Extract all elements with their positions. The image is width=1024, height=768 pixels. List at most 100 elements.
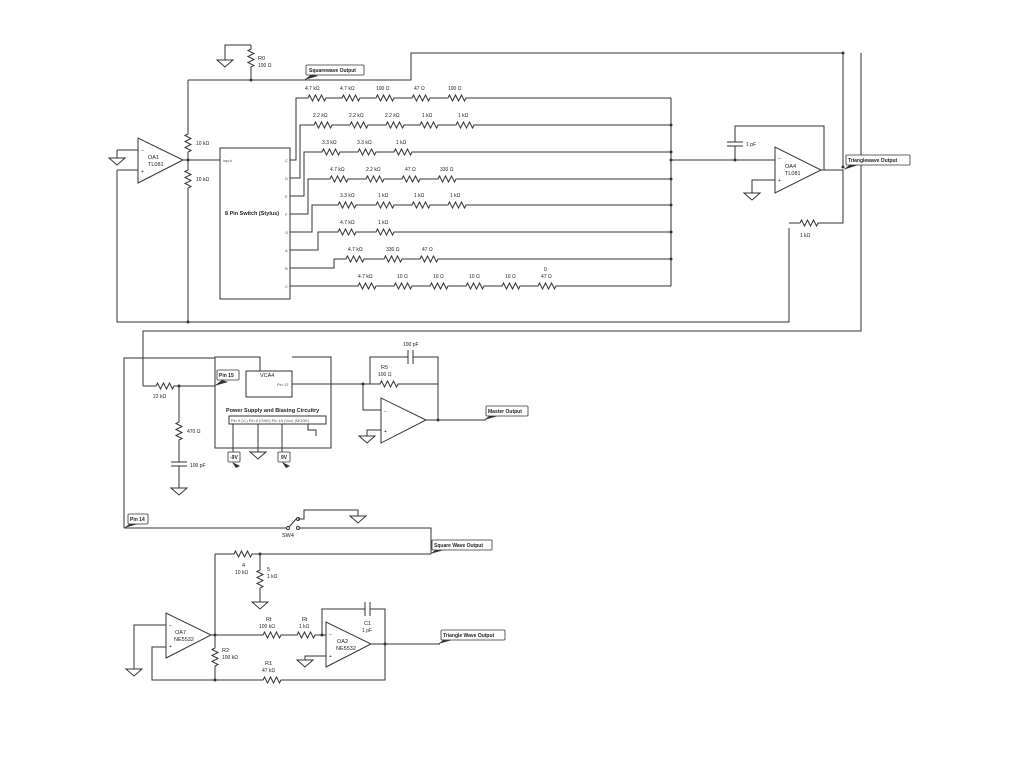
ground-symbol [170,487,188,496]
resistor [361,175,389,183]
svg-text:−: − [169,623,172,629]
svg-text:Square Wave Output: Square Wave Output [434,543,483,549]
switch-sw4: SW4 [282,517,300,539]
resistor [341,255,369,263]
resistor [371,94,399,102]
resistor-r0 [247,44,255,72]
neg9v-tag: -9V [227,451,241,468]
psu-title: Power Supply and Biasing Circuitry [226,408,320,414]
svg-text:−: − [778,156,781,162]
switch-pin-label: C [285,284,288,289]
r-470-value: 470 Ω [187,429,201,435]
resistor [337,94,365,102]
resistor [389,282,417,290]
resistor [415,121,443,129]
ground-symbol [251,601,269,610]
resistor-22k [151,382,179,390]
squarewave-output-tag-top: Squarewave Output [304,64,365,80]
resistor-r2 [211,643,219,671]
resistor-value: 4.7 kΩ [330,167,345,173]
resistor [317,148,345,156]
resistor [407,94,435,102]
resistor [497,282,525,290]
power-supply-block: Power Supply and Biasing Circuitry Pin 9… [226,408,327,425]
resistor-value: 4.7 kΩ [340,220,355,226]
resistor [333,201,361,209]
resistor [533,282,561,290]
trianglewave-output-tag-top: Trianglewave Output [843,154,911,170]
op-amp-oa7: − + OA7 NE5532 [165,612,213,659]
r4-value: 10 kΩ [235,570,248,576]
svg-text:+: + [778,178,781,184]
svg-text:−: − [141,148,144,154]
middle-vca-section: 22 kΩ 470 Ω 100 pF Pin 15 VCA4 Pin 13 Po… [143,342,529,496]
pin15-tag: Pin 15 [214,369,240,386]
resistor-rt-100k [258,631,286,639]
resistor-value: 1 kΩ [378,193,389,199]
resistor-470 [175,417,183,445]
op-amp-oa2: − + OA2 NE5532 [325,621,373,668]
svg-text:Squarewave Output: Squarewave Output [309,68,356,74]
pin14-tag: Pin 14 [124,513,149,528]
r-oa4-fb-value: 1 kΩ [800,233,811,239]
resistor-r5 [375,380,403,388]
resistor [345,121,373,129]
resistor [443,201,471,209]
resistor-value: 2.2 kΩ [366,167,381,173]
r2-value: 100 kΩ [222,655,238,661]
resistor-1k-feedback [795,219,823,227]
r5-name: R5 [381,365,388,371]
r1-name: R1 [265,661,272,667]
svg-text:Trianglewave Output: Trianglewave Output [848,158,898,164]
r5b-name: 5 [267,567,270,573]
r-22k-value: 22 kΩ [153,394,166,400]
resistor-value: 47 Ω [541,274,552,280]
ground-symbol [108,157,126,166]
ground-symbol [125,668,143,677]
cap-100p-gnd-value: 100 pF [190,463,206,469]
resistor-value: 47 Ω [414,86,425,92]
master-output-tag: Master Output [484,405,529,420]
svg-text:−: − [329,632,332,638]
resistor [451,121,479,129]
ground-symbol [296,659,314,668]
resistor-value: 2.2 kΩ [349,113,364,119]
triangle-wave-output-tag: Triangle Wave Output [438,629,506,644]
resistor-value: 1 kΩ [396,140,407,146]
svg-text:Triangle Wave Output: Triangle Wave Output [443,633,495,639]
vca4-name: VCA4 [260,373,274,379]
resistor [309,121,337,129]
rt1-value: 100 kΩ [259,624,275,630]
r1-value: 47 kΩ [262,668,275,674]
svg-text:Master Output: Master Output [488,409,522,415]
svg-text:Pin 15: Pin 15 [219,373,234,379]
bottom-oscillator-section: Pin 14 SW4 4 10 kΩ 5 1 kΩ Square Wave Ou… [123,357,506,684]
op-amp-master: − + [380,397,428,444]
resistor [371,201,399,209]
oa7-part: NE5532 [174,637,194,643]
rt1-name: Rt [266,617,272,623]
r5b-value: 1 kΩ [267,574,278,580]
resistor-value: 2.2 kΩ [385,113,400,119]
oa2-part: NE5532 [336,646,356,652]
ground-symbol [358,435,376,444]
resistor-value: 47 Ω [422,247,433,253]
resistor-value: 3.3 kΩ [357,140,372,146]
resistor [381,121,409,129]
resistor-value: 330 Ω [386,247,400,253]
resistor [353,148,381,156]
svg-text:-9V: -9V [230,455,238,461]
switch-pin-label: F [285,212,288,217]
cap-oa4-value: 1 pF [746,142,756,148]
r5-value: 100 Ω [378,372,392,378]
resistor [379,255,407,263]
resistor-rt-1k [292,631,320,639]
resistor-value: 1 kΩ [450,193,461,199]
resistor-value: 100 Ω [448,86,462,92]
resistor-10k-upper [184,129,192,157]
switch-pin-label: G [285,230,288,235]
resistor [397,175,425,183]
resistor-value: 1 kΩ [458,113,469,119]
resistor-value: 47 Ω [405,167,416,173]
